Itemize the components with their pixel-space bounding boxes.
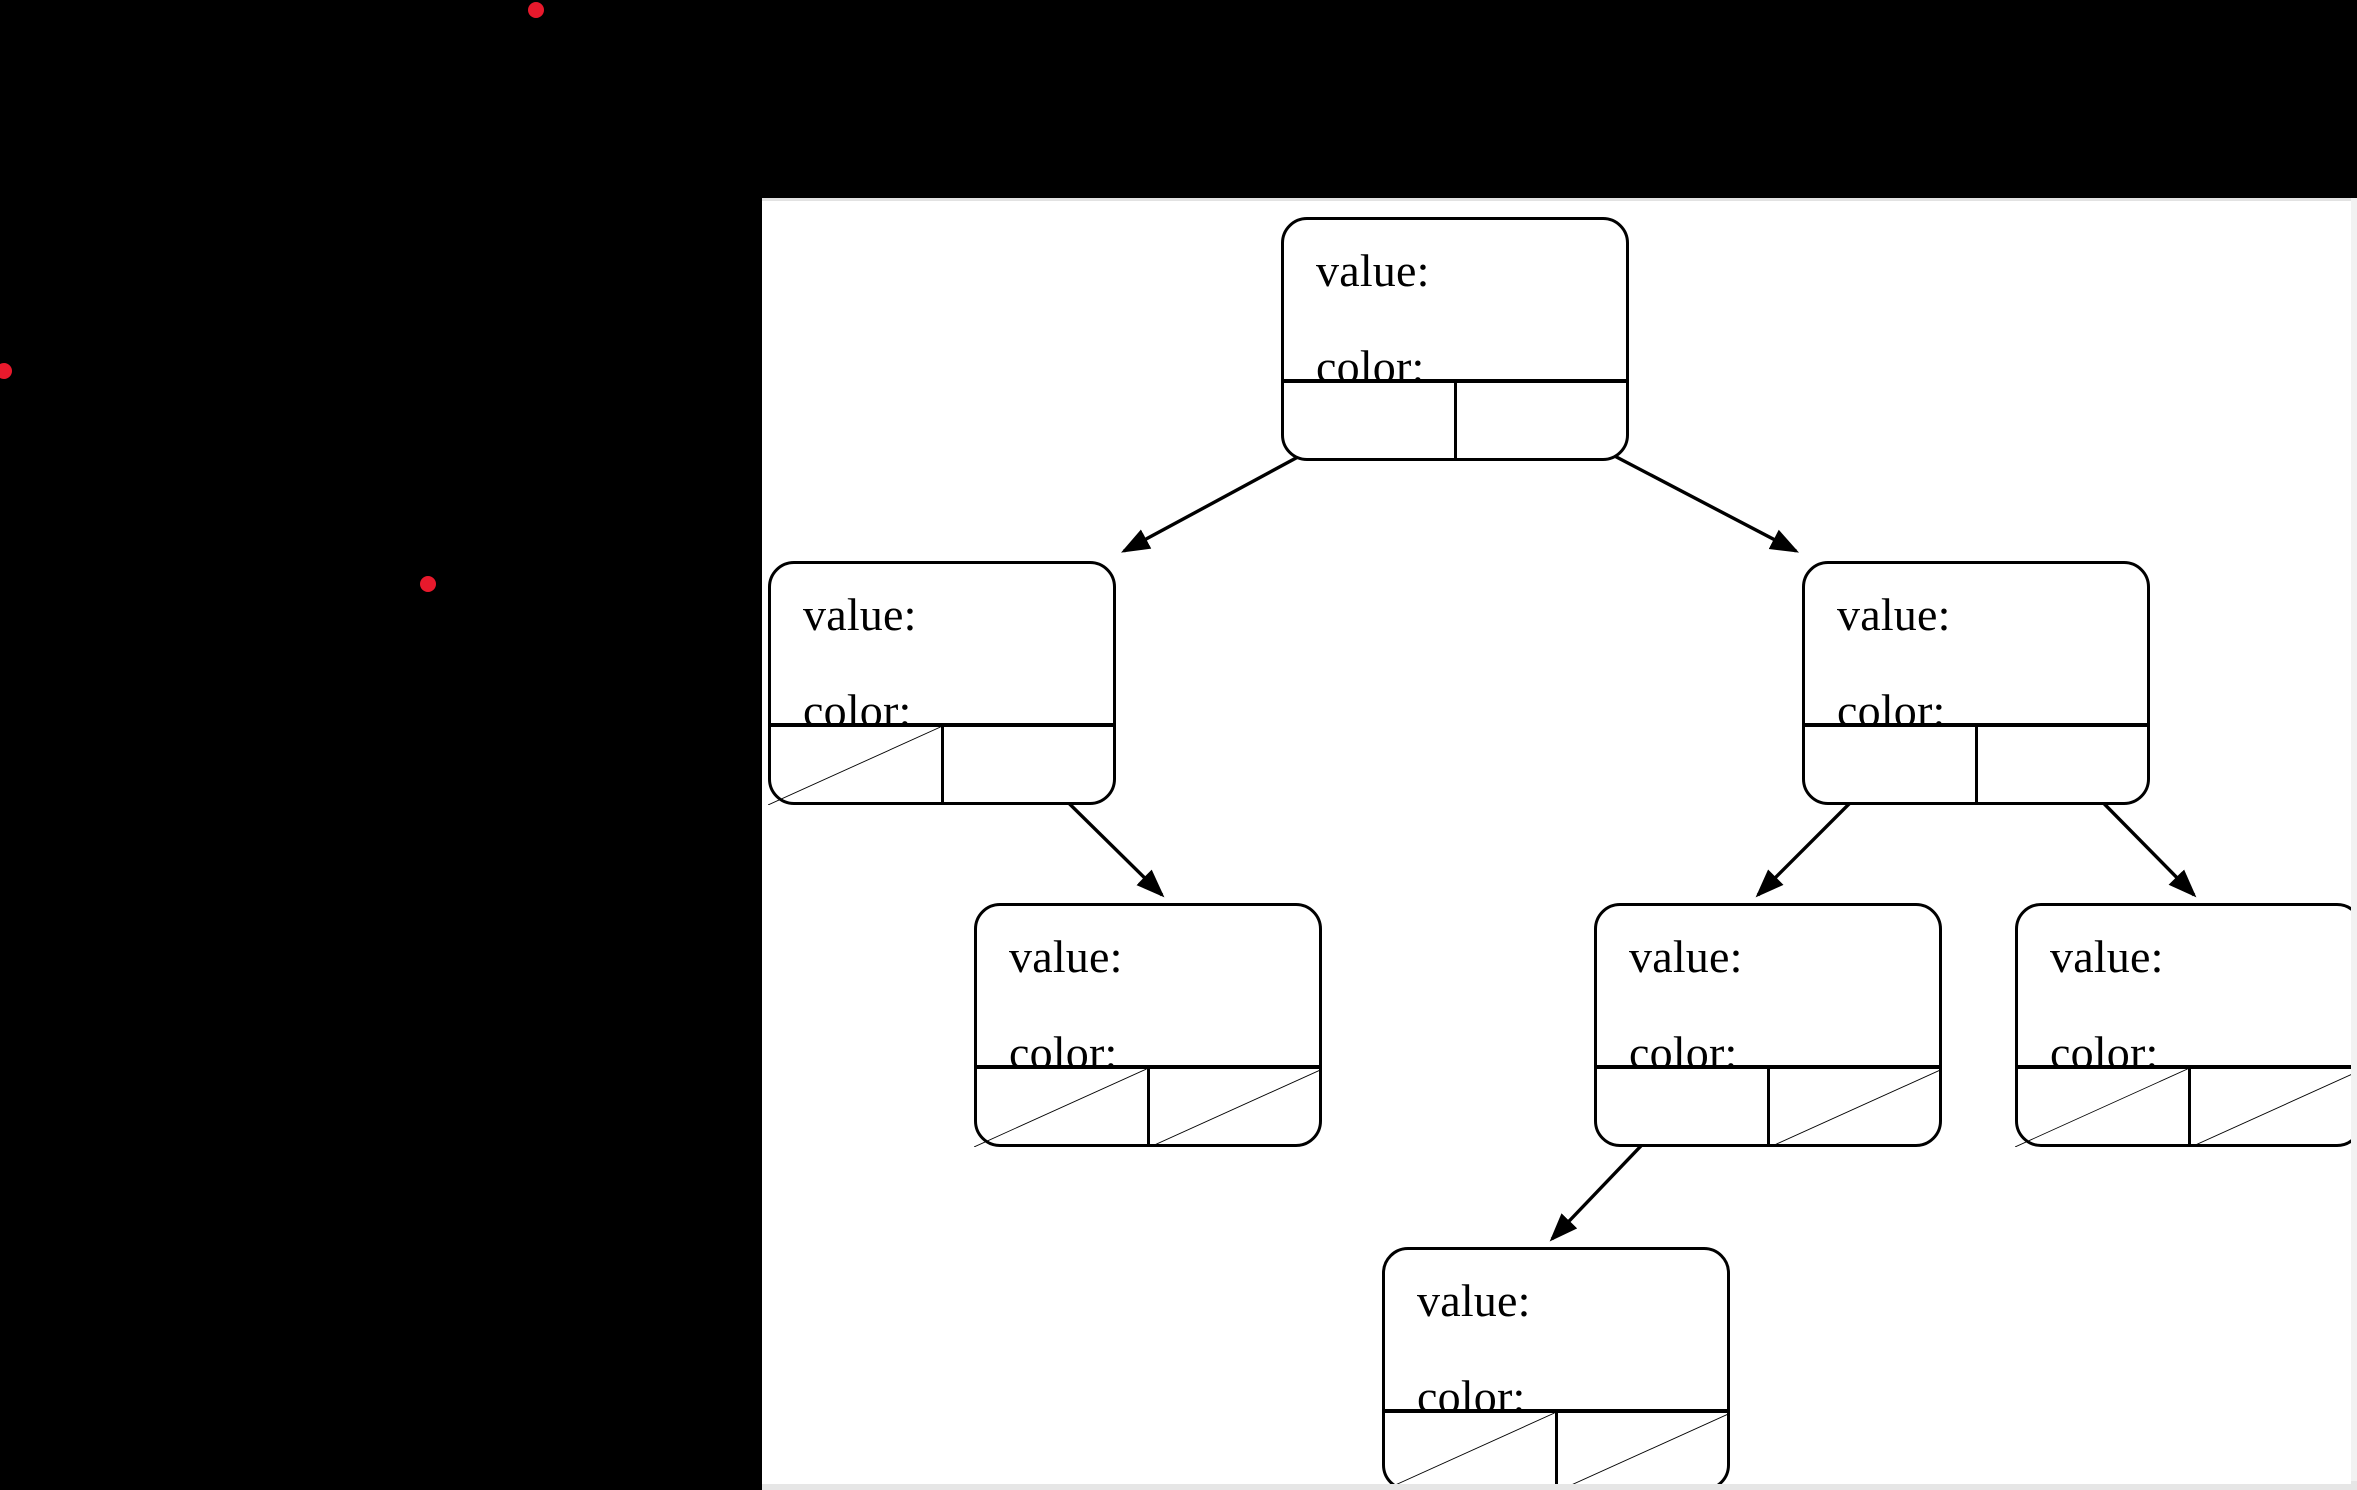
right-pointer-cell-null[interactable] (1770, 1069, 1943, 1147)
left-pointer-cell[interactable] (1594, 1069, 1770, 1147)
node-value-label: value: (1316, 245, 1430, 296)
null-pointer-slash-icon (2191, 1069, 2352, 1147)
right-pointer-cell[interactable] (944, 727, 1117, 805)
left-pointer-cell-null[interactable] (1382, 1413, 1558, 1484)
null-pointer-slash-icon (2015, 1069, 2188, 1147)
tree-node-left-child[interactable]: value: color: (768, 561, 1116, 805)
node-value-label: value: (2050, 931, 2164, 982)
marker-dot-mid (420, 576, 436, 592)
node-value-label: value: (1417, 1275, 1531, 1326)
node-value-label: value: (1009, 931, 1123, 982)
node-value-label: value: (1629, 931, 1743, 982)
node-pointer-row (1594, 1065, 1942, 1147)
node-value-label: value: (803, 589, 917, 640)
node-body: value: color: (771, 564, 1113, 734)
tree-node-deepest-leaf[interactable]: value: color: (1382, 1247, 1730, 1484)
node-pointer-row (1382, 1409, 1730, 1484)
node-body: value: color: (1284, 220, 1626, 390)
tree-node-root[interactable]: value: color: (1281, 217, 1629, 461)
node-body: value: color: (2018, 906, 2351, 1076)
right-pointer-cell-null[interactable] (2191, 1069, 2352, 1147)
panel-right-edge (2351, 198, 2357, 1484)
left-pointer-cell-null[interactable] (974, 1069, 1150, 1147)
diagram-canvas-panel: value: color: value: color: (762, 198, 2351, 1484)
tree-node-right-child[interactable]: value: color: (1802, 561, 2150, 805)
tree-node-right-left[interactable]: value: color: (1594, 903, 1942, 1147)
node-body: value: color: (1805, 564, 2147, 734)
node-body: value: color: (977, 906, 1319, 1076)
null-pointer-slash-icon (1382, 1413, 1555, 1484)
null-pointer-slash-icon (1150, 1069, 1323, 1147)
right-pointer-cell-null[interactable] (1558, 1413, 1731, 1484)
tree-node-right-right-leaf[interactable]: value: color: (2015, 903, 2351, 1147)
left-pointer-cell[interactable] (1802, 727, 1978, 805)
left-pointer-cell[interactable] (1281, 383, 1457, 461)
tree-node-left-right-leaf[interactable]: value: color: (974, 903, 1322, 1147)
left-pointer-cell-null[interactable] (2015, 1069, 2191, 1147)
null-pointer-slash-icon (768, 727, 941, 805)
node-pointer-row (2015, 1065, 2351, 1147)
right-pointer-cell[interactable] (1457, 383, 1630, 461)
panel-bottom-edge (762, 1481, 2357, 1490)
null-pointer-slash-icon (1558, 1413, 1731, 1484)
node-pointer-row (1802, 723, 2150, 805)
right-pointer-cell[interactable] (1978, 727, 2151, 805)
null-pointer-slash-icon (974, 1069, 1147, 1147)
node-pointer-row (974, 1065, 1322, 1147)
marker-dot-left (0, 363, 12, 379)
node-value-label: value: (1837, 589, 1951, 640)
node-body: value: color: (1385, 1250, 1727, 1420)
node-pointer-row (768, 723, 1116, 805)
right-pointer-cell-null[interactable] (1150, 1069, 1323, 1147)
node-pointer-row (1281, 379, 1629, 461)
null-pointer-slash-icon (1770, 1069, 1943, 1147)
node-body: value: color: (1597, 906, 1939, 1076)
left-pointer-cell-null[interactable] (768, 727, 944, 805)
marker-dot-top (528, 2, 544, 18)
